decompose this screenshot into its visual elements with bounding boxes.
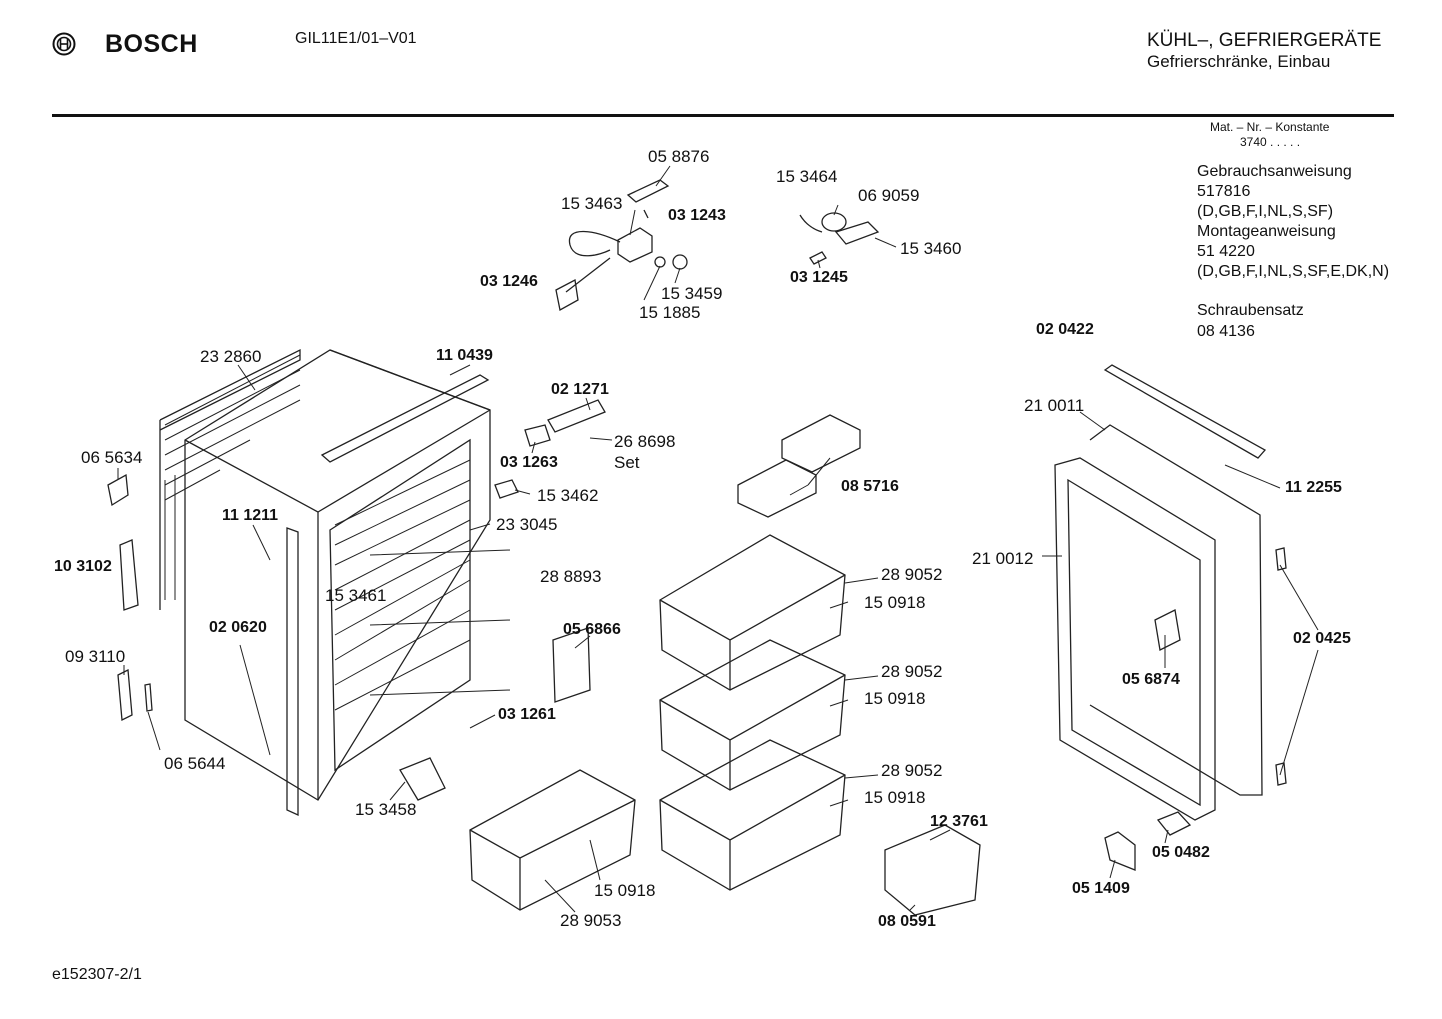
part-label: 08 0591	[878, 913, 936, 930]
top-rail	[320, 374, 490, 463]
bosch-logo-icon	[52, 32, 76, 56]
part-label: 11 2255	[1285, 479, 1342, 496]
part-label: 09 3110	[65, 647, 126, 666]
part-label: 15 3459	[661, 284, 723, 303]
lamp-assembly	[799, 212, 880, 265]
part-label: 28 9053	[560, 911, 622, 930]
part-label: 02 0620	[209, 619, 267, 636]
part-label: 28 9052	[881, 761, 943, 780]
evaporator-shelves	[334, 459, 511, 711]
part-label: 15 3462	[537, 486, 599, 505]
part-label: 06 5634	[81, 448, 143, 467]
part-label: 11 1211	[222, 507, 279, 524]
part-label: 23 2860	[200, 347, 262, 366]
part-label: Set	[614, 453, 640, 472]
lamp-cover	[552, 627, 591, 703]
part-label: 15 0918	[864, 788, 926, 807]
scraper	[399, 757, 446, 801]
part-label: 21 0012	[972, 549, 1034, 568]
info-line: (D,GB,F,I,NL,S,SF,E,DK,N)	[1197, 263, 1390, 280]
part-label: 03 1263	[500, 454, 558, 471]
info-line: 51 4220	[1197, 243, 1255, 260]
part-label: 06 9059	[858, 186, 920, 205]
part-label: 15 3460	[900, 239, 962, 258]
leader-lines	[117, 165, 1319, 913]
part-label: 02 0425	[1293, 630, 1351, 647]
hinge-bracket	[1275, 762, 1287, 786]
mat-nr-value: 3740 . . . . .	[1240, 135, 1301, 149]
part-label: 08 5716	[841, 478, 899, 495]
part-label: 15 3461	[325, 586, 387, 605]
part-label: 02 1271	[551, 381, 609, 398]
part-label: 15 0918	[864, 593, 926, 612]
drawer	[659, 639, 846, 791]
ice-tray	[884, 824, 981, 916]
part-label: 03 1246	[480, 273, 538, 290]
part-label: 03 1245	[790, 269, 848, 286]
bottom-bracket	[1104, 831, 1136, 871]
category-subtitle: Gefrierschränke, Einbau	[1147, 52, 1331, 71]
thermostat-assembly	[555, 179, 688, 312]
part-label: 02 0422	[1036, 321, 1094, 338]
door	[1054, 364, 1267, 821]
header-divider	[52, 114, 1394, 117]
info-line: (D,GB,F,I,NL,S,SF)	[1197, 203, 1334, 220]
bottom-hinge	[1156, 811, 1192, 836]
part-label: 05 0482	[1152, 844, 1210, 861]
bracket	[107, 473, 129, 507]
part-label: 28 8893	[540, 567, 602, 586]
hinge	[547, 399, 606, 433]
part-label: 15 3463	[561, 194, 623, 213]
model-number: GIL11E1/01–V01	[295, 30, 417, 47]
drawer	[659, 739, 846, 891]
part-label: 28 9052	[881, 565, 943, 584]
info-line: 517816	[1197, 183, 1251, 200]
part-label: 06 5644	[164, 754, 226, 773]
part-label: 15 1885	[639, 303, 701, 322]
part-label: 15 0918	[594, 881, 656, 900]
cabinet-body	[159, 348, 491, 817]
info-line: Schraubensatz	[1197, 302, 1304, 319]
pin	[144, 683, 153, 712]
hinge-part	[524, 424, 551, 447]
drawing-code: e152307-2/1	[52, 966, 142, 983]
drawer	[659, 534, 846, 691]
part-label: 15 3464	[776, 167, 838, 186]
category-title: KÜHL–, GEFRIERGERÄTE	[1147, 30, 1382, 51]
part-label: 15 3458	[355, 800, 417, 819]
part-label: 05 8876	[648, 147, 710, 166]
part-label: 10 3102	[54, 558, 112, 575]
part-label: 03 1243	[668, 207, 726, 224]
part-label: 05 1409	[1072, 880, 1130, 897]
part-label: 05 6874	[1122, 671, 1180, 688]
part-label: 12 3761	[930, 813, 988, 830]
part-label: 28 9052	[881, 662, 943, 681]
part-label: 03 1261	[498, 706, 556, 723]
mat-nr-label: Mat. – Nr. – Konstante	[1210, 120, 1330, 134]
cold-pack	[737, 459, 817, 518]
part-label: 15 0918	[864, 689, 926, 708]
part-label: 26 8698	[614, 432, 676, 451]
drain-tube	[119, 539, 139, 611]
condenser-coil	[164, 354, 301, 600]
info-line: 08 4136	[1197, 323, 1255, 340]
info-line: Gebrauchsanweisung	[1197, 163, 1352, 180]
relay	[117, 668, 133, 722]
part-label: 21 0011	[1024, 396, 1085, 415]
hinge-bracket	[1275, 547, 1287, 571]
cold-pack	[781, 414, 861, 473]
info-line: Montageanweisung	[1197, 223, 1336, 240]
hinge-pin	[494, 479, 519, 499]
part-label: 11 0439	[436, 347, 493, 364]
brand-name: BOSCH	[105, 30, 198, 58]
part-label: 05 6866	[563, 621, 621, 638]
drawer	[469, 769, 636, 911]
part-label: 23 3045	[496, 515, 558, 534]
